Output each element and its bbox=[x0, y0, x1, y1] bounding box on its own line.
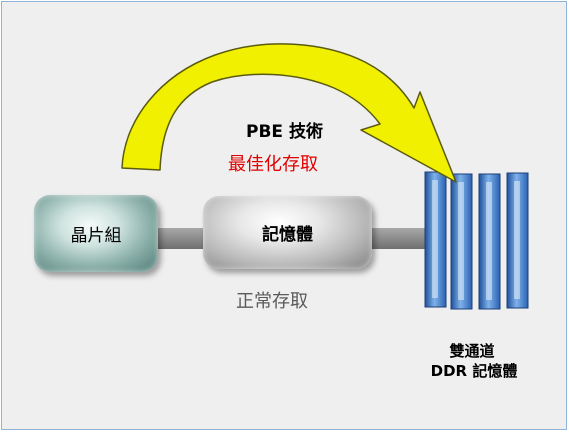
connector-chipset-memory bbox=[155, 228, 207, 249]
ddr-stick bbox=[424, 171, 447, 308]
ddr-stick bbox=[478, 173, 501, 310]
ddr-memory-label: DDR 記憶體 bbox=[430, 362, 518, 380]
optimized-access-label: 最佳化存取 bbox=[228, 154, 318, 175]
pbe-technology-label: PBE 技術 bbox=[246, 122, 323, 142]
dual-channel-label: 雙通道 bbox=[449, 342, 495, 360]
optimized-access-arrow bbox=[121, 43, 457, 183]
ddr-stick bbox=[450, 173, 473, 310]
connector-memory-ddr bbox=[370, 228, 430, 249]
normal-access-label: 正常存取 bbox=[236, 291, 308, 312]
chipset-label: 晶片組 bbox=[70, 226, 122, 246]
chipset-node: 晶片組 bbox=[34, 195, 158, 272]
memory-label: 記憶體 bbox=[262, 225, 313, 245]
ddr-stick bbox=[506, 172, 529, 309]
memory-node: 記憶體 bbox=[203, 196, 372, 269]
ddr-memory-sticks bbox=[424, 171, 529, 310]
